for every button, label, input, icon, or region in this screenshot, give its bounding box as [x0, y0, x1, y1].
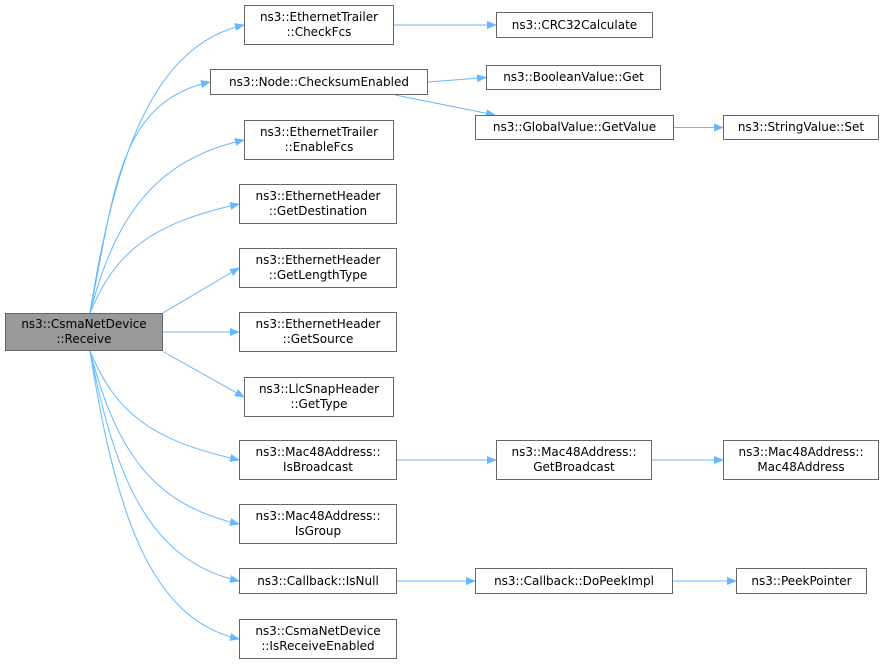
- node-mac48address-isgroup[interactable]: ns3::Mac48Address::IsGroup: [239, 504, 397, 544]
- node-label-line: ns3::Node::ChecksumEnabled: [229, 74, 409, 89]
- node-mac48address-isbroadcast[interactable]: ns3::Mac48Address::IsBroadcast: [239, 440, 397, 480]
- node-booleanvalue-get[interactable]: ns3::BooleanValue::Get: [486, 65, 661, 90]
- node-mac48address-getbroadcast[interactable]: ns3::Mac48Address::GetBroadcast: [496, 440, 652, 480]
- edge-root-to-checkfcs: [89, 23, 245, 314]
- node-ethernetheader-getlengthtype[interactable]: ns3::EthernetHeader::GetLengthType: [239, 248, 397, 288]
- node-label-line: ns3::BooleanValue::Get: [503, 70, 644, 84]
- node-label-line: ::IsReceiveEnabled: [261, 639, 375, 653]
- edge-root-to-getlengthtype: [162, 267, 240, 314]
- node-ethernettrailer-checkfcs[interactable]: ns3::EthernetTrailer::CheckFcs: [244, 5, 394, 45]
- edge-root-to-isgroup: [89, 350, 240, 526]
- node-label-line: ::GetType: [290, 397, 348, 411]
- node-label-line: ::GetSource: [282, 332, 354, 346]
- node-llcsnapheader-gettype[interactable]: ns3::LlcSnapHeader::GetType: [244, 377, 394, 417]
- edge-checksumenabled-to-booleanget: [427, 74, 487, 83]
- node-csmanetdevice-isreceiveenabled[interactable]: ns3::CsmaNetDevice::IsReceiveEnabled: [239, 619, 397, 659]
- node-label-line: Mac48Address: [757, 460, 845, 474]
- edge-checksumenabled-to-globalgetvalue: [395, 94, 496, 118]
- node-label-line: ::GetDestination: [268, 204, 368, 218]
- node-mac48address-mac48address[interactable]: ns3::Mac48Address::Mac48Address: [723, 440, 879, 480]
- node-label-line: ns3::EthernetHeader: [255, 317, 381, 331]
- node-label-line: ns3::LlcSnapHeader: [258, 382, 380, 396]
- node-label-line: ::Receive: [56, 332, 112, 346]
- edge-root-to-isbroadcast: [89, 350, 240, 462]
- edge-root-to-llcgettype: [162, 351, 245, 398]
- node-label-line: ns3::EthernetTrailer: [259, 125, 379, 139]
- node-label-line: ns3::CRC32Calculate: [511, 17, 638, 32]
- edge-root-to-isnull: [89, 350, 240, 583]
- node-ethernetheader-getdestination[interactable]: ns3::EthernetHeader::GetDestination: [239, 184, 397, 224]
- node-label-line: GetBroadcast: [533, 460, 615, 474]
- node-label-line: ns3::Mac48Address::: [255, 509, 381, 523]
- node-globalvalue-getvalue[interactable]: ns3::GlobalValue::GetValue: [475, 115, 674, 140]
- node-label-line: ns3::CsmaNetDevice: [21, 317, 147, 331]
- node-label-line: ns3::Callback::DoPeekImpl: [494, 573, 654, 588]
- node-callback-dopeekimpl[interactable]: ns3::Callback::DoPeekImpl: [475, 568, 673, 594]
- node-crc32calculate[interactable]: ns3::CRC32Calculate: [496, 12, 653, 38]
- node-label-line: ns3::CsmaNetDevice: [255, 624, 381, 638]
- node-label-line: ns3::PeekPointer: [751, 573, 852, 588]
- node-label-line: IsBroadcast: [283, 460, 353, 474]
- node-ethernetheader-getsource[interactable]: ns3::EthernetHeader::GetSource: [239, 312, 397, 352]
- node-label-line: ns3::Callback::IsNull: [257, 573, 379, 588]
- node-label-line: IsGroup: [294, 524, 342, 538]
- node-stringvalue-set[interactable]: ns3::StringValue::Set: [723, 115, 879, 140]
- node-label-line: ::GetLengthType: [268, 268, 368, 282]
- node-label-line: ns3::EthernetHeader: [255, 253, 381, 267]
- edge-root-to-getdestination: [89, 202, 240, 314]
- node-label-line: ns3::EthernetHeader: [255, 189, 381, 203]
- node-ethernettrailer-enablefcs[interactable]: ns3::EthernetTrailer::EnableFcs: [244, 120, 394, 160]
- node-csmanetdevice-receive: ns3::CsmaNetDevice::Receive: [5, 313, 163, 351]
- edge-root-to-enablefcs: [89, 138, 245, 314]
- node-label-line: ::CheckFcs: [286, 25, 352, 39]
- node-label-line: ns3::StringValue::Set: [737, 120, 865, 134]
- node-label-line: ns3::GlobalValue::GetValue: [492, 120, 657, 134]
- node-label-line: ns3::Mac48Address::: [511, 445, 637, 459]
- edge-root-to-checksumenabled: [89, 80, 211, 314]
- node-peekpointer[interactable]: ns3::PeekPointer: [736, 568, 867, 594]
- node-label-line: ::EnableFcs: [284, 140, 354, 154]
- node-label-line: ns3::Mac48Address::: [255, 445, 381, 459]
- node-label-line: ns3::EthernetTrailer: [259, 10, 379, 24]
- edge-root-to-isreceiveenabled: [89, 350, 240, 641]
- node-label-line: ns3::Mac48Address::: [738, 445, 864, 459]
- node-callback-isnull[interactable]: ns3::Callback::IsNull: [239, 568, 397, 594]
- node-node-checksumenabled[interactable]: ns3::Node::ChecksumEnabled: [210, 69, 428, 95]
